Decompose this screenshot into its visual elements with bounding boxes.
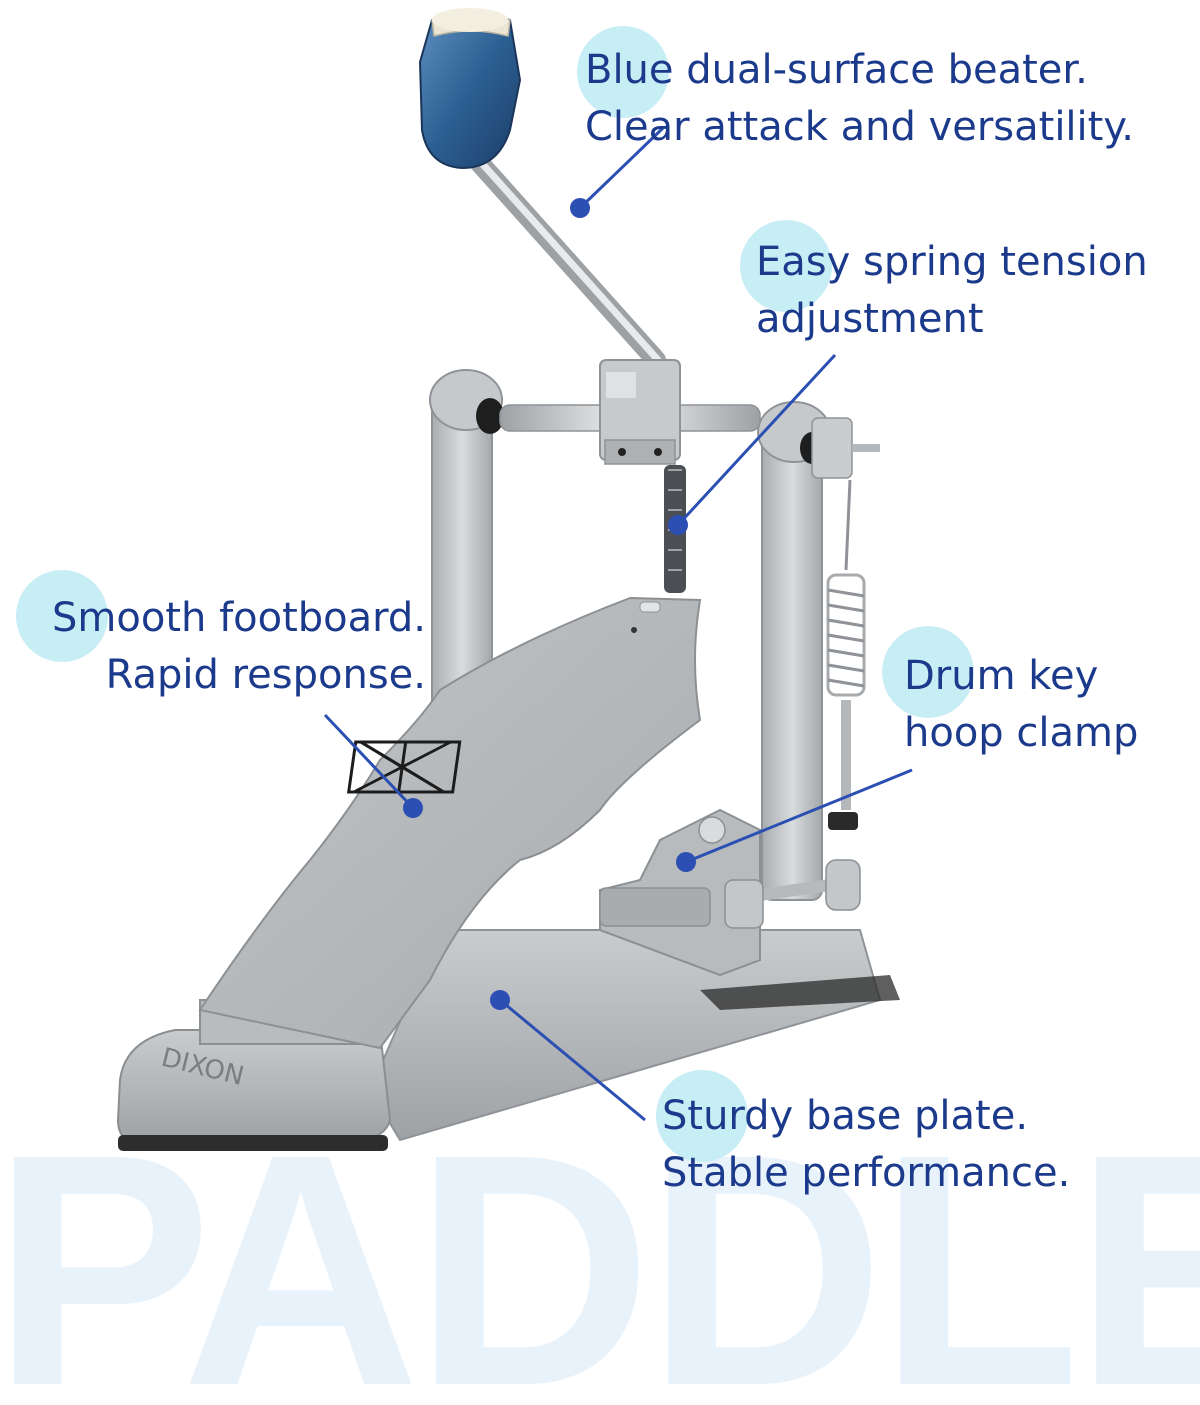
footboard [198,596,702,1050]
footboard-dot [403,798,423,818]
spring-assembly [811,417,880,830]
bubble-base [656,1070,748,1162]
callout-spring: Easy spring tension adjustment [740,220,1148,348]
spring-dot [668,515,688,535]
paddle-watermark: PADDLE [0,1145,1200,1405]
callout-clamp-line1: Drum key [904,653,1099,699]
callout-spring-line2: adjustment [756,296,984,342]
callout-footboard-line2: Rapid response. [105,652,426,698]
clamp-dot [676,852,696,872]
callout-beater-line2: Clear attack and versatility. [585,104,1135,150]
callout-base: Sturdy base plate. Stable performance. [656,1070,1071,1202]
bubble-clamp [882,626,974,718]
callout-base-line1: Sturdy base plate. [662,1093,1029,1139]
callout-beater: Blue dual-surface beater. Clear attack a… [577,26,1135,156]
beater [418,8,522,170]
bubble-spring [740,220,832,312]
callout-footboard: Smooth footboard. Rapid response. [16,570,426,704]
callout-clamp: Drum key hoop clamp [882,626,1139,762]
base-plate: DIXON [116,929,900,1151]
watermark-text: PADDLE [0,1145,1200,1405]
base-dot [490,990,510,1010]
bubble-beater [577,26,669,118]
callout-beater-line1: Blue dual-surface beater. [585,47,1088,93]
hoop-clamp [599,808,861,977]
cam-hub [599,359,681,465]
brand-emblem [346,740,462,794]
leader-lines [323,126,913,1122]
callout-footboard-line1: Smooth footboard. [52,595,426,641]
callout-clamp-line2: hoop clamp [904,710,1139,756]
callout-base-line2: Stable performance. [662,1150,1071,1196]
bubble-footboard [16,570,108,662]
callout-spring-line1: Easy spring tension [756,239,1148,285]
beater-dot [570,198,590,218]
